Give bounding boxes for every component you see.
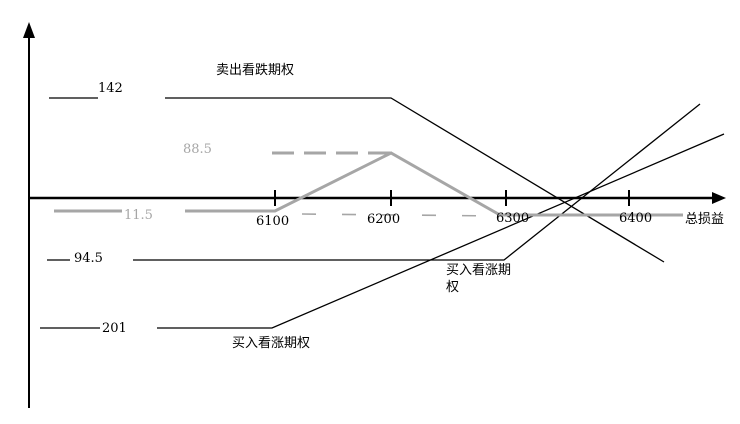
sell-put-payoff-line [165,97,665,263]
tick-label-6100: 6100 [256,214,289,229]
x-axis-arrow [712,192,726,204]
total-payoff-line [185,151,683,217]
buy-call-1-payoff-line [133,103,701,261]
buy-call-2-payoff-line [157,133,725,329]
total-max-loss-dashed-line [301,213,501,217]
tick-label-6200: 6200 [367,212,400,227]
tick-label-6400: 6400 [619,211,652,226]
buy-call-2-premium-label: 201 [102,321,127,336]
buy-call-2-name-label: 买入看涨期权 [232,335,310,351]
total-max-profit-label: 88.5 [183,142,212,157]
sell-put-premium-label: 142 [98,81,123,96]
buy-call-1-premium-label: 94.5 [74,251,103,266]
sell-put-name-label: 卖出看跌期权 [216,62,294,78]
tick-label-6300: 6300 [496,211,529,226]
buy-call-1-name-label-line2: 权 [446,279,459,295]
total-max-loss-label: 11.5 [124,208,153,223]
x-axis-label: 总损益 [685,212,724,227]
buy-call-1-name-label-line1: 买入看涨期 [446,262,511,278]
y-axis-arrow [23,22,35,38]
